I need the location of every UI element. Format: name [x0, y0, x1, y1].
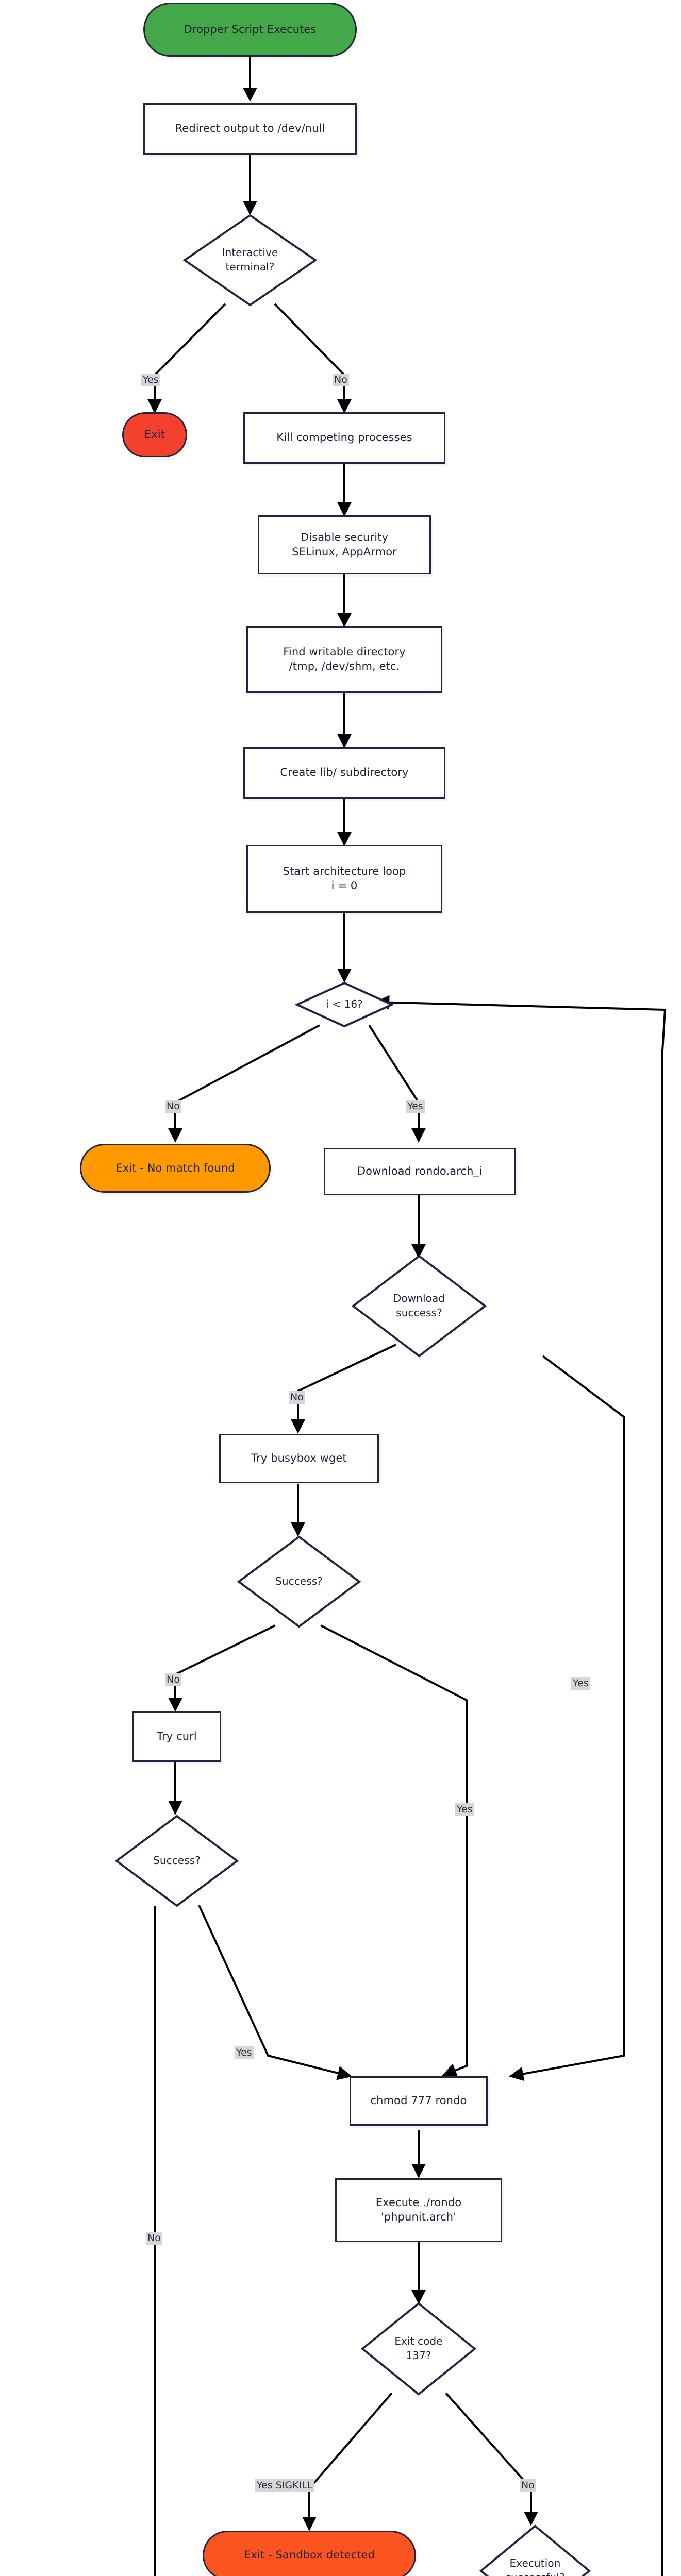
edge-label-iless16-no: No: [165, 1100, 181, 1113]
node-i-less-than-16-label: i < 16?: [326, 998, 363, 1011]
diamond-outline: [352, 1255, 487, 1358]
node-find-writable-directory[interactable]: Find writable directory /tmp, /dev/shm, …: [246, 626, 442, 693]
node-execute-rondo-label: Execute ./rondo 'phpunit.arch': [375, 2196, 462, 2223]
node-exit-no-match-found[interactable]: Exit - No match found: [80, 1144, 271, 1193]
node-kill-processes-label: Kill competing processes: [276, 431, 412, 444]
node-execution-successful-label: Execution successful?: [505, 2557, 564, 2576]
node-i-less-than-16[interactable]: i < 16?: [295, 981, 393, 1028]
node-redirect-output[interactable]: Redirect output to /dev/null: [143, 103, 357, 155]
node-execution-successful[interactable]: Execution successful?: [479, 2524, 591, 2576]
node-busybox-success-label: Success?: [275, 1575, 323, 1588]
node-exit-label: Exit: [144, 428, 165, 441]
diamond-outline: [183, 214, 317, 307]
edge-label-exit137-no: No: [520, 2479, 536, 2492]
node-download-rondo-label: Download rondo.arch_i: [357, 1165, 483, 1178]
node-busybox-success[interactable]: Success?: [237, 1535, 361, 1628]
node-start-label: Dropper Script Executes: [184, 23, 317, 36]
node-start-arch-loop[interactable]: Start architecture loop i = 0: [246, 845, 442, 913]
node-download-success[interactable]: Download success?: [352, 1255, 487, 1358]
edge-label-busybox-no: No: [165, 1673, 181, 1686]
node-redirect-output-label: Redirect output to /dev/null: [175, 122, 325, 135]
edge-label-curl-yes: Yes: [235, 2046, 254, 2059]
node-create-lib-subdirectory[interactable]: Create lib/ subdirectory: [243, 747, 445, 799]
node-exit-code-137[interactable]: Exit code 137?: [361, 2302, 476, 2396]
node-chmod-rondo-label: chmod 777 rondo: [370, 2094, 467, 2107]
node-exit-sandbox-detected-label: Exit - Sandbox detected: [244, 2549, 375, 2562]
diamond-outline: [237, 1535, 361, 1628]
node-curl-success[interactable]: Success?: [115, 1815, 239, 1907]
node-exit-code-137-label: Exit code 137?: [394, 2335, 443, 2362]
node-try-busybox-wget-label: Try busybox wget: [251, 1452, 347, 1465]
node-find-writable-directory-label: Find writable directory /tmp, /dev/shm, …: [283, 646, 406, 672]
edge-label-iless16-yes: Yes: [406, 1100, 425, 1113]
edge-label-curl-no: No: [146, 2232, 162, 2245]
diamond-outline: [361, 2302, 476, 2396]
node-interactive-terminal-label: Interactive terminal?: [222, 246, 278, 273]
edge-label-busybox-yes: Yes: [455, 1803, 474, 1816]
node-execute-rondo[interactable]: Execute ./rondo 'phpunit.arch': [335, 2178, 502, 2242]
node-try-busybox-wget[interactable]: Try busybox wget: [219, 1434, 379, 1483]
edge-label-interactive-no: No: [333, 374, 349, 386]
edge-label-interactive-yes: Yes: [141, 374, 160, 386]
node-disable-security-label: Disable security SELinux, AppArmor: [292, 531, 397, 558]
edge-label-exit137-yes-sigkill: Yes SIGKILL: [255, 2479, 314, 2492]
node-start-arch-loop-label: Start architecture loop i = 0: [283, 865, 406, 892]
node-start[interactable]: Dropper Script Executes: [143, 3, 357, 57]
node-exit-sandbox-detected[interactable]: Exit - Sandbox detected: [203, 2531, 416, 2576]
diamond-outline: [295, 981, 393, 1028]
node-exit[interactable]: Exit: [122, 412, 187, 457]
diamond-outline: [479, 2524, 591, 2576]
node-curl-success-label: Success?: [153, 1854, 201, 1867]
node-disable-security[interactable]: Disable security SELinux, AppArmor: [258, 515, 431, 574]
node-try-curl-label: Try curl: [157, 1730, 197, 1743]
diamond-outline: [115, 1815, 239, 1907]
node-chmod-rondo[interactable]: chmod 777 rondo: [350, 2076, 488, 2126]
node-interactive-terminal[interactable]: Interactive terminal?: [183, 214, 317, 307]
node-try-curl[interactable]: Try curl: [132, 1711, 221, 1762]
node-exit-no-match-found-label: Exit - No match found: [115, 1161, 235, 1174]
edge-label-dlsuccess-yes: Yes: [571, 1677, 590, 1690]
node-create-lib-subdirectory-label: Create lib/ subdirectory: [280, 766, 409, 779]
node-download-success-label: Download success?: [393, 1292, 445, 1319]
edge-label-dlsuccess-no: No: [289, 1391, 305, 1404]
node-kill-processes[interactable]: Kill competing processes: [243, 412, 445, 464]
node-download-rondo[interactable]: Download rondo.arch_i: [324, 1148, 516, 1195]
